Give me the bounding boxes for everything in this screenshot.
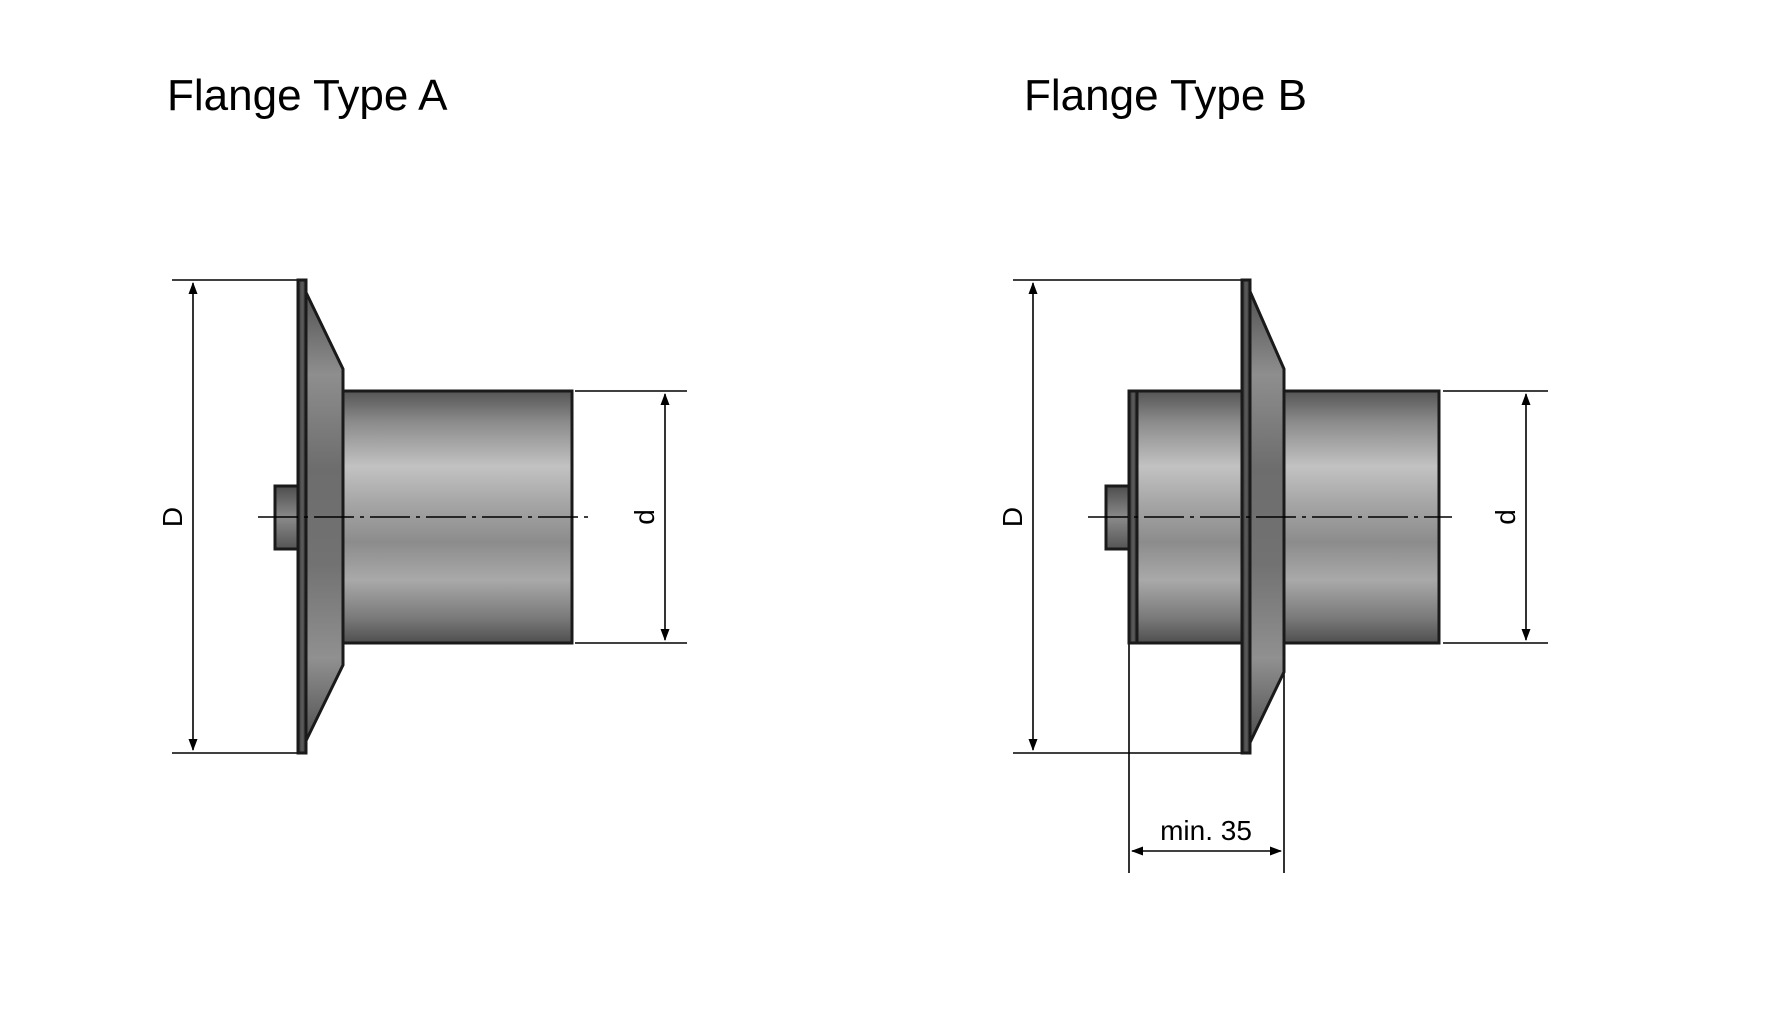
flange-b-min-length-label: min. 35 [1160,815,1252,846]
flange-b-title: Flange Type B [1024,71,1307,120]
flange-a-drawing: D d [157,278,687,755]
flange-a-outer-diameter-label: D [157,507,188,527]
flange-b-inner-diameter-label: d [1490,509,1521,525]
flange-b-drawing: D d min. 35 [997,278,1548,873]
flange-a-inner-diameter-label: d [629,509,660,525]
flange-a-plate [296,278,308,755]
flange-a-title: Flange Type A [167,71,448,120]
flange-b-outer-diameter-label: D [997,507,1028,527]
